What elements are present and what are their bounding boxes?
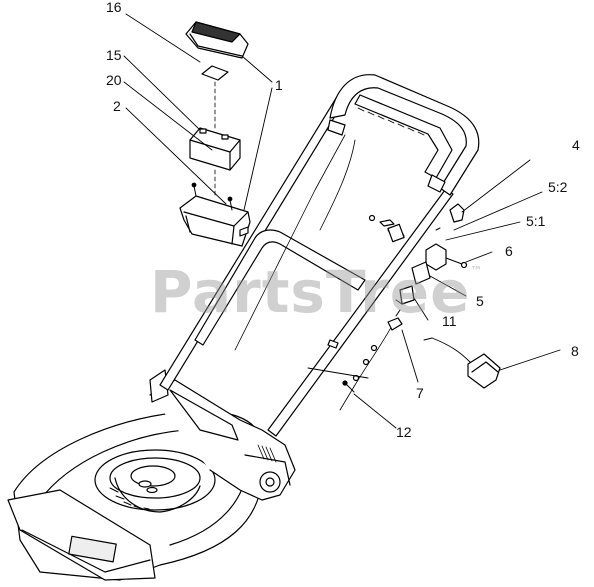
callout-12: 12 bbox=[396, 424, 412, 440]
trademark-mark: ™ bbox=[470, 264, 484, 278]
callout-2: 2 bbox=[113, 98, 121, 114]
callout-15: 15 bbox=[106, 47, 122, 63]
callout-20: 20 bbox=[106, 72, 122, 88]
callout-11: 11 bbox=[442, 313, 457, 329]
callout-1: 1 bbox=[275, 77, 283, 93]
callout-4: 4 bbox=[572, 137, 580, 153]
callout-5-2: 5:2 bbox=[548, 179, 568, 195]
callout-16: 16 bbox=[106, 0, 122, 15]
callout-5-1: 5:1 bbox=[526, 213, 546, 229]
mower-deck bbox=[7, 369, 296, 581]
callout-8: 8 bbox=[571, 343, 579, 359]
leader-lines bbox=[123, 13, 561, 429]
battery-assembly bbox=[179, 21, 251, 247]
callout-6: 6 bbox=[505, 243, 513, 259]
watermark-text: PartsTree bbox=[150, 258, 471, 326]
callout-5: 5 bbox=[476, 293, 484, 309]
watermark: PartsTree™ bbox=[150, 258, 483, 326]
control-parts bbox=[342, 203, 501, 393]
callout-7: 7 bbox=[416, 385, 424, 401]
handle-assembly bbox=[159, 74, 480, 437]
